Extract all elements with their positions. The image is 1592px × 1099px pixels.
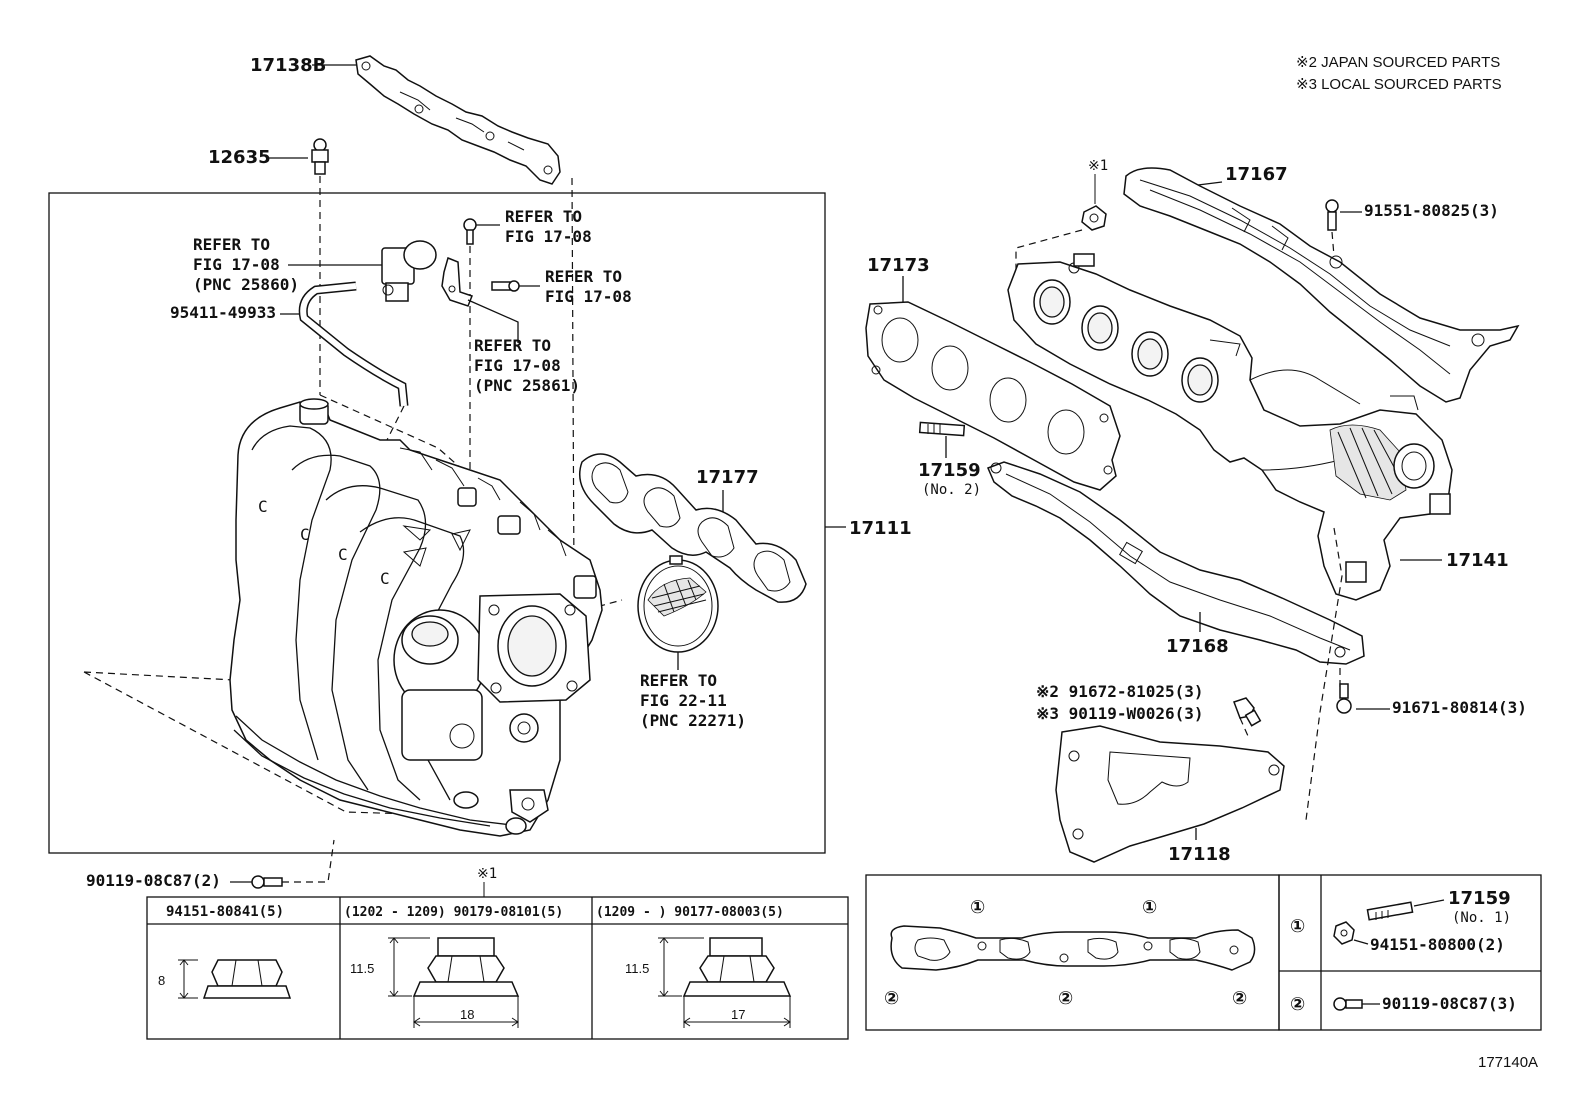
label-90119-08C87-2[interactable]: 90119-08C87(2) [86, 871, 221, 890]
bolt-91551-80825 [1325, 199, 1339, 231]
vacuum-hose [298, 281, 409, 407]
gasket-mark-2b: ② [1058, 988, 1073, 1009]
legend-row-1-part[interactable]: 17159 [1448, 888, 1511, 909]
gasket-mark-1b: ① [1142, 897, 1157, 918]
note-japan-sourced: ※2 JAPAN SOURCED PARTS [1296, 54, 1500, 71]
heat-insulator-17167 [1123, 167, 1520, 403]
bolt-90119-08C87-legend [1333, 997, 1363, 1011]
refer-2-line1: REFER TO [193, 235, 270, 254]
bolt-refer-1 [463, 218, 477, 245]
mark-1-table: ※1 [477, 866, 497, 882]
throttle-gasket [637, 555, 719, 653]
label-17173[interactable]: 17173 [867, 255, 930, 276]
note-local-sourced: ※3 LOCAL SOURCED PARTS [1296, 76, 1502, 93]
nut-col-2-header: (1202 - 1209) 90179-08101(5) [344, 905, 563, 920]
label-17168[interactable]: 17168 [1166, 636, 1229, 657]
nut-col-2-height: 11.5 [350, 961, 374, 976]
label-91551-80825[interactable]: 91551-80825(3) [1364, 201, 1499, 220]
refer-4-line3: (PNC 25861) [474, 376, 580, 395]
refer-2-line3: (PNC 25860) [193, 275, 299, 294]
refer-5-line2: FIG 22-11 [640, 691, 727, 710]
label-90119-W0026[interactable]: ※3 90119-W0026(3) [1036, 704, 1204, 723]
nut-col-2-width: 18 [460, 1007, 474, 1022]
gasket-17177 [579, 453, 807, 603]
stud-17159-no1 [1366, 901, 1414, 921]
refer-4-line2: FIG 17-08 [474, 356, 561, 375]
gasket-mark-1a: ① [970, 897, 985, 918]
nut-94151-80800 [1333, 921, 1355, 945]
legend-row-1-sub: (No. 1) [1452, 910, 1511, 926]
svg-text:C: C [258, 497, 268, 516]
legend-row-2-mark: ② [1290, 994, 1305, 1015]
refer-1-line2: FIG 17-08 [505, 227, 592, 246]
nut-col-3-width: 17 [731, 1007, 745, 1022]
refer-1-line1: REFER TO [505, 207, 582, 226]
gasket-variant [890, 925, 1256, 971]
refer-5-line3: (PNC 22271) [640, 711, 746, 730]
gasket-mark-2a: ② [884, 988, 899, 1009]
screw-refer-3 [491, 280, 520, 292]
nut-col-1-height: 8 [158, 973, 165, 988]
refer-3-line2: FIG 17-08 [545, 287, 632, 306]
nut-94151-80841 [202, 959, 292, 999]
svg-text:C: C [380, 569, 390, 588]
nut-col-3-height: 11.5 [625, 961, 649, 976]
label-17177[interactable]: 17177 [696, 467, 759, 488]
refer-5-line1: REFER TO [640, 671, 717, 690]
mark-1-nut: ※1 [1088, 158, 1108, 174]
stud-12635 [311, 138, 329, 175]
nut-spec-table [146, 896, 849, 1040]
gasket-17173 [865, 301, 1121, 491]
bolt-90119-08C87 [251, 875, 283, 889]
nut-col-3-header: (1209 - ) 90177-08003(5) [596, 905, 784, 920]
svg-text:C: C [338, 545, 348, 564]
nut-col-1-header: 94151-80841(5) [166, 904, 284, 920]
bracket-17118 [1055, 725, 1285, 863]
label-95411-49933[interactable]: 95411-49933 [170, 303, 276, 322]
legend-row-1-nut[interactable]: 94151-80800(2) [1370, 935, 1505, 954]
label-17141[interactable]: 17141 [1446, 550, 1509, 571]
refer-4-line1: REFER TO [474, 336, 551, 355]
bolt-91672 [1233, 697, 1262, 727]
gasket-mark-2c: ② [1232, 988, 1247, 1009]
nut-90179-08101 [412, 937, 520, 997]
diagram-id: 177140A [1478, 1054, 1538, 1071]
label-17167[interactable]: 17167 [1225, 164, 1288, 185]
vsv-bracket [441, 256, 473, 307]
bracket-17138B [355, 55, 561, 185]
refer-3-line1: REFER TO [545, 267, 622, 286]
stud-17159-no2 [918, 421, 966, 437]
label-12635[interactable]: 12635 [208, 147, 271, 168]
nut-mark-1 [1081, 205, 1107, 231]
refer-2-line2: FIG 17-08 [193, 255, 280, 274]
intake-assembly-frame [48, 192, 826, 854]
fastener-legend-table [1278, 874, 1542, 1031]
label-91672-81025[interactable]: ※2 91672-81025(3) [1036, 682, 1204, 701]
label-91671-80814[interactable]: 91671-80814(3) [1392, 698, 1527, 717]
label-17118[interactable]: 17118 [1168, 844, 1231, 865]
vsv-valve [381, 240, 437, 302]
legend-row-1-mark: ① [1290, 916, 1305, 937]
svg-text:C: C [300, 525, 310, 544]
label-17159-no2-sub: (No. 2) [922, 482, 981, 498]
label-17138B[interactable]: 17138B [250, 55, 326, 76]
bolt-91671-80814 [1336, 683, 1352, 714]
legend-row-2-nut[interactable]: 90119-08C87(3) [1382, 994, 1517, 1013]
intake-manifold-17111: C C C C [229, 398, 603, 837]
heat-insulator-17168 [987, 461, 1365, 665]
nut-90177-08003 [682, 937, 792, 997]
label-17111[interactable]: 17111 [849, 518, 912, 539]
exhaust-manifold-17141 [1007, 253, 1453, 601]
label-17159-no2[interactable]: 17159 [918, 460, 981, 481]
